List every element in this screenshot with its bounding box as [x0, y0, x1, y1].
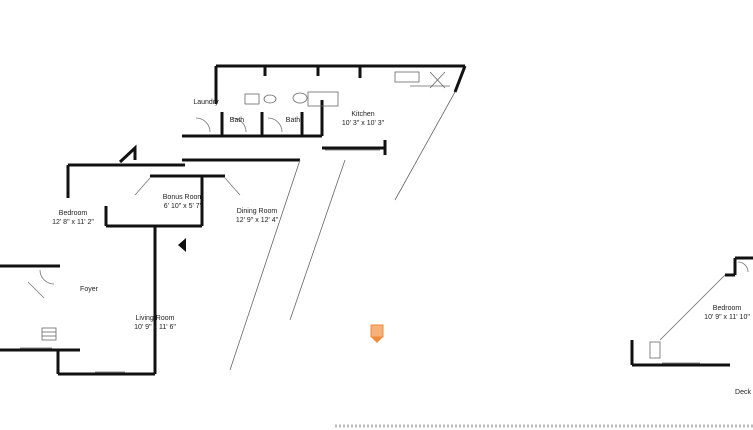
- room-label-bath-2: Bath: [278, 116, 308, 125]
- room-label-laundry: Laundry: [186, 98, 226, 107]
- room-name: Deck: [735, 389, 751, 396]
- left-walls: [0, 163, 186, 376]
- room-dimensions: 10' 9" x 11' 6": [134, 324, 176, 331]
- room-name: Bonus Room: [162, 194, 204, 201]
- room-label-bath-1: Bath: [222, 116, 252, 125]
- room-name: Bedroom: [712, 305, 742, 312]
- room-name: Laundry: [193, 99, 219, 106]
- room-name: Kitchen: [351, 111, 375, 118]
- room-dimensions: 10' 9" x 11' 10": [704, 314, 750, 321]
- right-walls: [630, 256, 753, 367]
- room-name: Living Room: [135, 315, 175, 322]
- room-label-bedroom-1: Bedroom 12' 8" x 11' 2": [38, 209, 108, 227]
- room-label-deck: Deck: [733, 388, 753, 397]
- room-label-bonus-room: Bonus Room 6' 10" x 5' 7": [150, 193, 216, 211]
- compass-marker-icon: [370, 324, 384, 343]
- room-dimensions: 12' 9" x 12' 4": [235, 217, 279, 224]
- middle-walls: [104, 144, 380, 371]
- room-label-bedroom-2: Bedroom 10' 9" x 11' 10": [702, 304, 752, 322]
- room-name: Foyer: [80, 286, 98, 293]
- room-name: Bath: [285, 117, 301, 124]
- room-label-kitchen: Kitchen 10' 3" x 10' 3": [335, 110, 391, 128]
- upper-walls: [182, 64, 467, 201]
- room-label-dining-room: Dining Room 12' 9" x 12' 4": [222, 207, 292, 225]
- room-dimensions: 10' 3" x 10' 3": [341, 120, 385, 127]
- room-name: Bedroom: [58, 210, 88, 217]
- room-label-living-room: Living Room 10' 9" x 11' 6": [122, 314, 188, 332]
- room-name: Dining Room: [236, 208, 278, 215]
- room-name: Bath: [229, 117, 245, 124]
- room-label-foyer: Foyer: [74, 285, 104, 294]
- room-dimensions: 12' 8" x 11' 2": [52, 219, 94, 226]
- room-dimensions: 6' 10" x 5' 7": [163, 203, 203, 210]
